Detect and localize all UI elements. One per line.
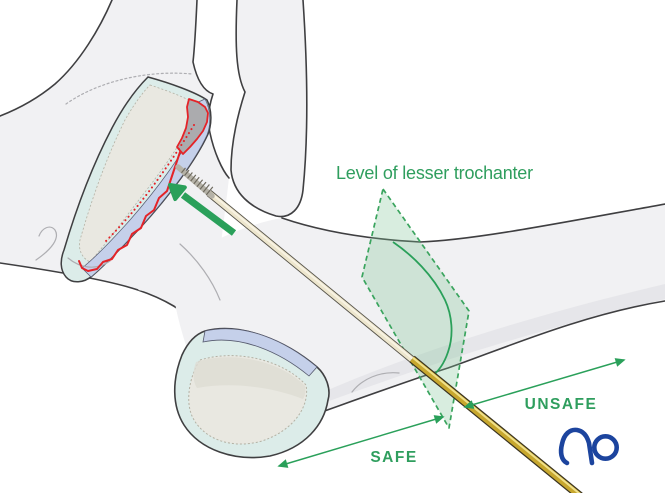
posterior-bone-prominence xyxy=(230,0,308,218)
fracture-facet xyxy=(176,98,209,155)
head-cut-shading xyxy=(193,357,306,399)
ao-logo-letter-a xyxy=(558,427,595,466)
femur-shaft-shading xyxy=(290,284,665,413)
head-cartilage-band xyxy=(202,328,318,377)
guide-wire-threads xyxy=(175,164,215,199)
guide-wire xyxy=(175,164,583,493)
fragment-tip-arc xyxy=(67,257,111,268)
wire-shaft-highlight xyxy=(209,191,416,362)
wire-gold xyxy=(410,356,582,493)
insertion-direction-arrow xyxy=(168,183,237,236)
safe-zone-arrow xyxy=(277,415,445,468)
head-fragment xyxy=(60,76,212,283)
wire-gold-highlight xyxy=(412,357,581,493)
safe-label: SAFE xyxy=(370,449,417,466)
ao-logo xyxy=(558,427,619,466)
lesser-trochanter-curl xyxy=(351,372,400,393)
prominence-outline xyxy=(230,0,308,218)
pelvis-detail-curl xyxy=(35,226,57,261)
pelvis-right-edge xyxy=(192,0,230,179)
pelvis-outline xyxy=(0,0,113,117)
neck-contour-line xyxy=(179,243,221,301)
femur-bottom-edge xyxy=(301,300,665,420)
unsafe-label: UNSAFE xyxy=(525,396,598,413)
fracture-line-hidden xyxy=(103,124,195,244)
plane-label: Level of lesser trochanter xyxy=(336,163,533,183)
femur-top-edge xyxy=(281,203,665,243)
lesser-trochanter-plane xyxy=(361,188,470,429)
fracture-line xyxy=(78,151,181,272)
unsafe-zone-arrow xyxy=(463,358,626,409)
acetabular-rim-hidden-line xyxy=(65,72,193,105)
lesser-trochanter-contour xyxy=(392,241,453,378)
plane-diamond xyxy=(361,188,470,429)
wire-shaft xyxy=(207,190,417,365)
ao-logo-letter-o xyxy=(591,433,619,461)
